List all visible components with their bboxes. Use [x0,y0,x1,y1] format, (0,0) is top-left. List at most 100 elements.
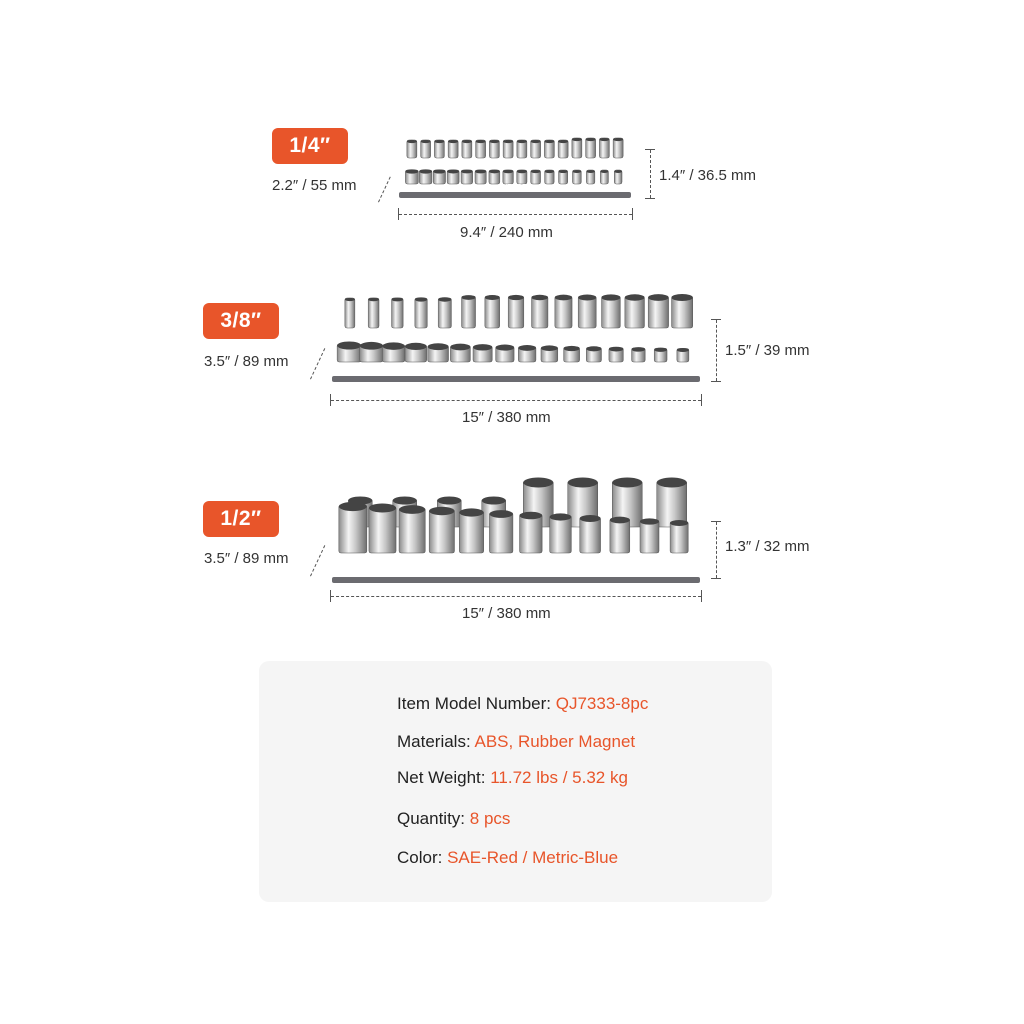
socket-back [612,477,643,528]
socket-front [530,169,541,185]
width-dashline-three-eighths [331,400,701,401]
socket-front [608,346,624,363]
socket-front [489,510,514,554]
spec-key: Materials: [397,732,475,751]
socket-back [531,294,549,329]
socket-front [495,344,515,363]
width-tick-left-quarter [398,208,399,220]
socket-back [671,293,693,329]
spec-net-weight: Net Weight: 11.72 lbs / 5.32 kg [397,768,628,788]
socket-front [544,169,555,185]
socket-tray-three-eighths: VEVOR [330,293,702,382]
socket-front [519,511,543,554]
height-tick-top-half [711,521,721,522]
height-tick-bottom-three-eighths [711,381,721,382]
socket-front [404,342,427,363]
socket-back [647,294,669,329]
width-tick-left-three-eighths [330,394,331,406]
socket-front [474,169,487,185]
socket-front [398,505,426,554]
socket-back [567,477,598,528]
socket-back [502,139,514,159]
socket-front [359,341,384,363]
socket-front [586,169,596,185]
socket-front [446,169,460,185]
depth-label-three-eighths: 3.5″ / 89 mm [204,353,289,370]
socket-front [586,346,602,363]
socket-back [344,297,356,329]
socket-back [461,139,473,159]
tray-brand-logo: VEVOR [503,184,528,191]
socket-front [419,169,433,185]
socket-front [609,516,631,554]
socket-back [461,295,476,329]
socket-back [516,139,528,159]
socket-back [437,297,452,329]
width-label-quarter: 9.4″ / 240 mm [460,224,553,241]
spec-value: ABS, Rubber Magnet [474,732,636,751]
socket-back [447,139,459,159]
width-tick-right-half [701,590,702,602]
socket-front [676,348,690,363]
height-dashline-half [716,522,717,578]
socket-back [599,137,610,159]
socket-front [382,342,406,363]
socket-back [367,297,380,329]
depth-dashline-quarter [378,176,391,203]
depth-label-quarter: 2.2″ / 55 mm [272,177,357,194]
socket-back [585,137,596,159]
height-tick-bottom-half [711,578,721,579]
socket-back [571,137,583,159]
socket-front [558,169,568,185]
spec-key: Net Weight: [397,768,491,787]
socket-back [530,139,541,159]
socket-back [624,294,645,329]
socket-front [614,169,623,185]
height-tick-bottom-quarter [645,198,655,199]
socket-front [428,506,455,554]
socket-back [612,137,624,159]
socket-front [450,343,471,363]
spec-model-number: Item Model Number: QJ7333-8pc [397,694,648,714]
height-tick-top-quarter [645,149,655,150]
socket-back [507,294,525,329]
socket-tray-quarter: VEVOR [397,137,633,198]
socket-front [653,347,668,363]
socket-front [460,169,473,185]
socket-front [639,518,660,554]
socket-back [406,139,418,159]
height-label-three-eighths: 1.5″ / 39 mm [725,342,810,359]
socket-front [563,345,580,363]
spec-value: 8 pcs [469,809,511,828]
spec-quantity: Quantity: 8 pcs [397,809,510,829]
spec-key: Color: [397,848,448,867]
socket-front [459,508,484,554]
socket-back [475,139,486,159]
socket-front [502,169,514,185]
socket-front [572,169,582,185]
socket-front [488,169,501,185]
depth-label-half: 3.5″ / 89 mm [204,550,289,567]
socket-front [669,519,689,554]
size-badge-half: 1/2″ [203,501,279,537]
socket-back [554,294,573,329]
socket-back [434,139,445,159]
socket-back [557,139,569,159]
socket-back [489,139,500,159]
size-badge-quarter: 1/4″ [272,128,348,164]
height-label-quarter: 1.4″ / 36.5 mm [659,167,757,184]
depth-dashline-half [310,545,326,577]
spec-panel: Item Model Number: QJ7333-8pc Materials:… [259,661,772,902]
tray-brand-logo: VEVOR [502,366,530,375]
magnet-base [332,577,700,583]
socket-back [484,295,500,329]
height-dashline-quarter [650,150,651,198]
width-tick-left-half [330,590,331,602]
socket-front [405,169,419,185]
spec-key: Item Model Number: [397,694,556,713]
socket-back [391,297,404,329]
socket-back [577,294,597,329]
socket-front [338,501,368,554]
spec-value: QJ7333-8pc [555,694,649,713]
socket-back [544,139,555,159]
